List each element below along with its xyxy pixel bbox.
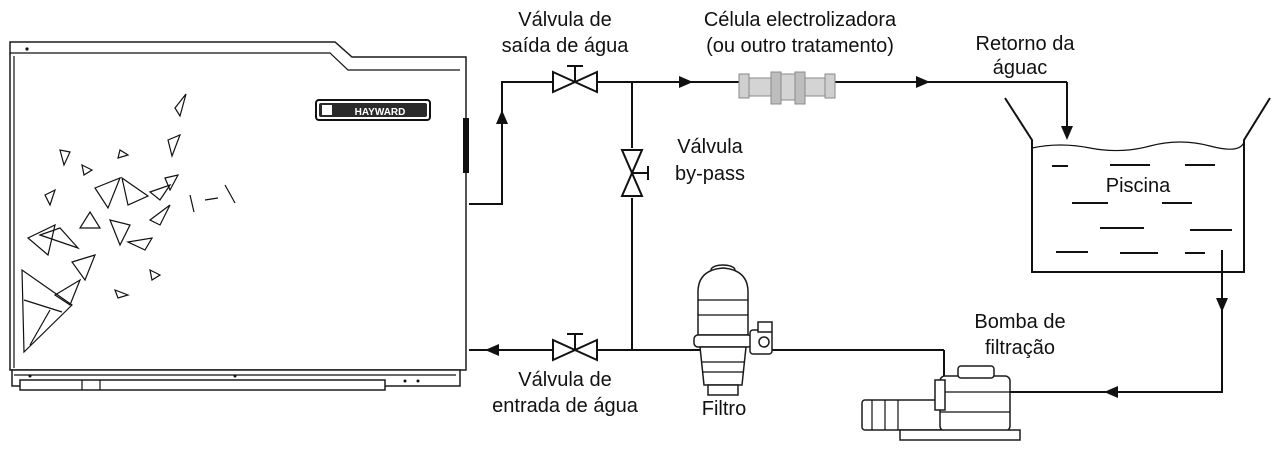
brand-logo: HAYWARD bbox=[315, 99, 431, 121]
svg-text:by-pass: by-pass bbox=[675, 163, 745, 185]
svg-text:filtração: filtração bbox=[985, 337, 1055, 359]
label-filter: Filtro bbox=[702, 398, 746, 420]
outlet-valve bbox=[552, 65, 598, 94]
svg-text:entrada de água: entrada de água bbox=[492, 395, 639, 417]
svg-text:Válvula de: Válvula de bbox=[518, 9, 611, 31]
bypass-valve bbox=[620, 149, 649, 197]
filter-tank bbox=[693, 264, 773, 396]
label-bypass-valve: Válvula by-pass bbox=[675, 136, 745, 185]
label-inlet-valve: Válvula de entrada de água bbox=[492, 369, 639, 417]
inlet-valve bbox=[552, 333, 598, 362]
svg-text:águac: águac bbox=[993, 57, 1048, 79]
label-filtration-pump: Bomba de filtração bbox=[974, 311, 1065, 359]
filtration-pump bbox=[861, 365, 1021, 441]
label-pool-return: Retorno da águac bbox=[976, 33, 1076, 79]
label-outlet-valve: Válvula de saída de água bbox=[502, 9, 630, 57]
heat-pump-unit: HAYWARD bbox=[9, 41, 469, 391]
svg-text:Válvula de: Válvula de bbox=[518, 369, 611, 391]
svg-text:Válvula: Válvula bbox=[677, 136, 743, 158]
pool bbox=[1004, 97, 1271, 273]
svg-text:Bomba de: Bomba de bbox=[974, 311, 1065, 333]
label-electrolysis-cell: Célula electrolizadora (ou outro tratame… bbox=[704, 9, 897, 57]
svg-text:(ou outro tratamento): (ou outro tratamento) bbox=[706, 35, 894, 57]
svg-text:Célula electrolizadora: Célula electrolizadora bbox=[704, 9, 897, 31]
svg-text:Retorno da: Retorno da bbox=[976, 33, 1076, 55]
water-lines bbox=[1052, 164, 1232, 254]
electrolysis-cell bbox=[738, 71, 836, 105]
label-pool: Piscina bbox=[1106, 175, 1171, 197]
piping bbox=[469, 81, 1223, 393]
svg-text:saída de água: saída de água bbox=[502, 35, 630, 57]
svg-text:HAYWARD: HAYWARD bbox=[355, 107, 406, 118]
decorative-pattern bbox=[21, 93, 236, 354]
flow-arrows bbox=[485, 76, 1228, 398]
